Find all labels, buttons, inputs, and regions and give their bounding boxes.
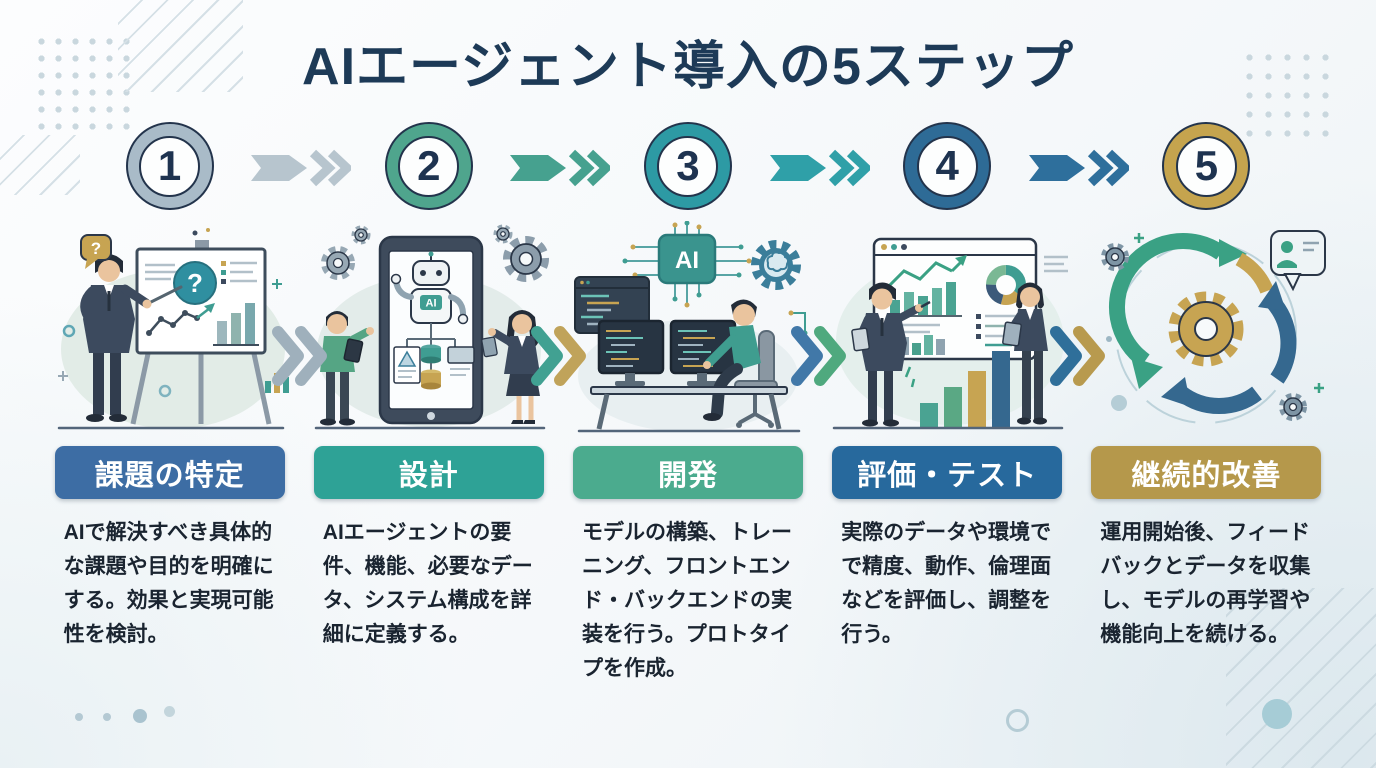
step-1-number: 1	[139, 135, 201, 197]
chevron-right-icon	[1049, 326, 1105, 386]
gear-icon	[320, 224, 549, 282]
developer-person	[702, 298, 761, 421]
dot-grid-decoration	[1240, 48, 1335, 143]
step-3-circle: 3	[643, 122, 732, 210]
question-bubble-icon: ?	[79, 233, 112, 269]
circle-decoration	[1006, 709, 1029, 732]
arrow-right-icon	[251, 149, 352, 187]
step-4-label: 評価・テスト	[832, 446, 1063, 499]
chevron-right-icon	[531, 326, 587, 386]
step-5-label: 継続的改善	[1091, 446, 1322, 499]
question-mark: ?	[90, 239, 100, 258]
easel-legs	[130, 347, 272, 425]
dot-decoration	[133, 709, 147, 723]
step-2-label: 設計	[313, 446, 544, 499]
step-3-number: 3	[657, 135, 719, 197]
line-chart-icon	[145, 302, 215, 336]
step-4-number: 4	[916, 135, 978, 197]
arrow-right-icon	[769, 149, 870, 187]
cycle-arrows-icon	[1109, 232, 1297, 414]
illustration-improvement	[1101, 229, 1327, 424]
step-5-number: 5	[1175, 135, 1237, 197]
monitor-icon	[597, 319, 665, 386]
step-5-circle: 5	[1162, 122, 1251, 210]
diagonal-lines-decoration	[118, 0, 243, 92]
question-circle-icon	[172, 260, 217, 305]
arrow-right-icon	[510, 149, 611, 187]
illustration-development: AI	[573, 220, 808, 432]
brain-gear-icon	[750, 239, 801, 290]
step-2-description: AIエージェントの要件、機能、必要なデータ、システム構成を詳細に定義する。	[322, 521, 533, 646]
step-labels-row: 課題の特定 設計 開発 評価・テスト 継続的改善	[40, 446, 1336, 499]
bar-chart-icon	[212, 302, 259, 346]
gear-icon	[1101, 242, 1130, 271]
robot-icon: AI	[390, 251, 469, 324]
dot-decoration	[103, 713, 111, 721]
chevron-right-icon	[790, 326, 846, 386]
circuit-dots	[622, 220, 752, 307]
gear-icon	[1168, 291, 1244, 366]
step-3-description: モデルの構築、トレーニング、フロントエンド・バックエンドの実装を行う。プロトタイ…	[581, 521, 792, 680]
ai-chip-icon	[657, 233, 717, 284]
circuit-traces	[624, 222, 749, 305]
page-title: AIエージェント導入の5ステップ	[302, 38, 1074, 96]
rising-bars-icon	[920, 350, 1011, 427]
dashboard-window	[872, 237, 1038, 360]
dot-decoration	[164, 706, 175, 717]
ai-label: AI	[675, 247, 699, 274]
chevron-right-icon	[272, 326, 328, 386]
code-window	[573, 275, 650, 334]
diagonal-lines-decoration	[1226, 588, 1376, 768]
monitor-icon	[669, 319, 737, 386]
step-5-description: 運用開始後、フィードバックとデータを収集し、モデルの再学習や機能向上を続ける。	[1100, 521, 1311, 646]
gear-icon	[1279, 392, 1308, 421]
desk	[589, 385, 788, 395]
diagonal-lines-decoration	[0, 135, 80, 195]
step-1-circle: 1	[125, 122, 214, 210]
illustration-identify-problem: ?	[57, 227, 289, 429]
man-with-clipboard	[319, 310, 374, 425]
step-4-description: 実際のデータや環境でで精度、動作、倫理面などを評価し、調整を行う。	[841, 521, 1052, 646]
step-3-label: 開発	[572, 446, 803, 499]
step-descriptions-row: AIで解決すべき具体的な課題や目的を明確にする。効果と実現可能性を検討。 AIエ…	[40, 516, 1336, 686]
illustration-evaluation	[832, 237, 1069, 429]
step-2-number: 2	[398, 135, 460, 197]
flowchart-lines	[405, 322, 456, 347]
illustration-design: AI	[314, 224, 549, 429]
ai-label: AI	[425, 297, 436, 309]
presenter-person	[79, 253, 152, 422]
question-mark: ?	[187, 268, 203, 298]
man-with-clipboard	[851, 282, 931, 426]
feedback-bubble-icon	[1270, 229, 1327, 291]
step-4-circle: 4	[903, 122, 992, 210]
step-1-description: AIで解決すべき具体的な課題や目的を明確にする。効果と実現可能性を検討。	[63, 521, 274, 646]
dot-decoration	[75, 713, 83, 721]
step-numbers-row: 1 2 3 4 5	[40, 120, 1336, 212]
illustrations-row: ?	[40, 220, 1336, 436]
step-2-circle: 2	[384, 122, 473, 210]
flowchart-nodes	[393, 344, 475, 389]
checklist-icon	[220, 260, 257, 284]
circle-decoration	[1262, 699, 1292, 729]
step-1-label: 課題の特定	[54, 446, 285, 499]
donut-chart-icon	[986, 264, 1027, 305]
trend-line-icon	[887, 254, 968, 288]
woman-with-tablet	[480, 309, 540, 424]
woman-with-clipboard	[1002, 282, 1049, 424]
arrow-right-icon	[1028, 149, 1129, 187]
